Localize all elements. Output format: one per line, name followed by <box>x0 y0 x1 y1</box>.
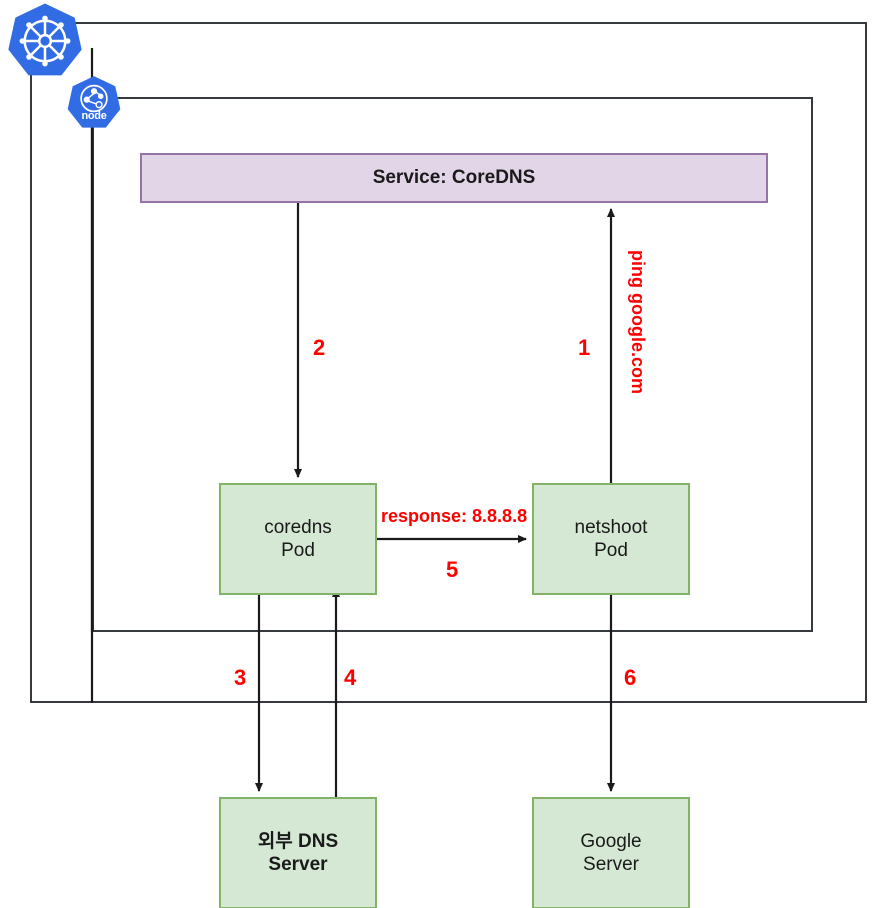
edge-5-text-label: response: 8.8.8.8 <box>381 506 528 526</box>
netshoot-pod-label-line2: Pod <box>594 540 628 561</box>
kubernetes-cluster-icon <box>6 0 84 82</box>
edge-6-step-number: 6 <box>624 665 637 690</box>
coredns-pod-label-line2: Pod <box>281 540 315 561</box>
kubernetes-node-icon: node <box>66 74 122 132</box>
service-coredns-box[interactable]: Service: CoreDNS <box>140 153 768 203</box>
coredns-pod-label-line1: coredns <box>264 516 332 538</box>
external-dns-server-label-line1: 외부 DNS <box>257 830 339 852</box>
edge-1-text-label: ping google.com <box>628 250 648 394</box>
external-dns-server-label-line2: Server <box>268 854 328 875</box>
node-icon-label: node <box>81 110 107 122</box>
netshoot-pod-box[interactable]: netshoot Pod <box>532 483 690 595</box>
edge-2-step-number: 2 <box>313 335 326 360</box>
coredns-pod-box[interactable]: coredns Pod <box>219 483 377 595</box>
kubernetes-cluster-boundary <box>30 22 867 703</box>
external-dns-server-box[interactable]: 외부 DNS Server <box>219 797 377 908</box>
service-coredns-label: Service: CoreDNS <box>372 167 536 189</box>
google-server-label-line1: Google <box>580 830 642 852</box>
edge-5-step-number: 5 <box>446 557 459 582</box>
edge-1-step-number: 1 <box>578 335 591 360</box>
netshoot-pod-label-line1: netshoot <box>574 516 648 538</box>
google-server-box[interactable]: Google Server <box>532 797 690 908</box>
edge-4-step-number: 4 <box>344 665 357 690</box>
google-server-label-line2: Server <box>583 854 639 875</box>
edge-3-step-number: 3 <box>234 665 247 690</box>
